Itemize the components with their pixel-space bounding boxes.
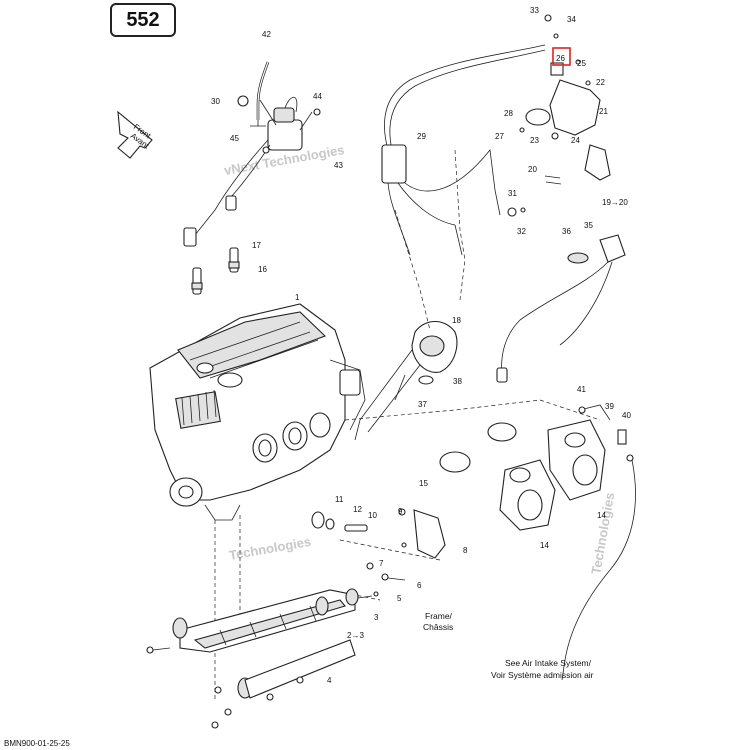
callout-29: 29 [417,132,426,141]
callout-14a: 14 [540,541,549,550]
see-air-intake-note-fr: Voir Système admission air [491,670,594,680]
callout-11: 11 [335,495,344,504]
callout-31: 31 [508,189,517,198]
oil-tank [354,320,458,441]
callout-4: 4 [327,676,332,685]
callout-19-20: 19→20 [602,198,628,207]
callout-7: 7 [379,559,384,568]
frame-label-fr: Châssis [423,622,453,632]
callout-6: 6 [417,581,422,590]
callout-3: 3 [374,613,379,622]
front-arrow: Front Avant [117,110,153,159]
page-number: 552 [126,8,160,31]
watermark-text: Technologies [588,491,617,575]
callout-34: 34 [567,15,576,24]
callout-16: 16 [258,265,267,274]
footer-code: BMN900-01-25-25 [4,739,70,748]
callout-32: 32 [517,227,526,236]
throttle-cable-assembly [381,14,611,256]
callout-33: 33 [530,6,539,15]
callout-5: 5 [397,594,402,603]
callout-35: 35 [584,221,593,230]
callout-20: 20 [528,165,537,174]
ignition-coil-assembly [183,61,321,247]
callout-27: 27 [495,132,504,141]
carburetor-group [439,404,627,531]
callout-1: 1 [295,293,300,302]
watermark-text: Technologies [228,534,312,563]
callout-10: 10 [368,511,377,520]
callout-8: 8 [463,546,468,555]
callout-2-3: 2→3 [347,631,364,640]
callout-labels: 1 2→3 3 4 5 6 7 8 9 10 11 12 14 14 15 16… [211,6,631,685]
frame-label: Frame/ [425,611,453,621]
fuel-line-group [496,234,626,383]
callout-24: 24 [571,136,580,145]
callout-37: 37 [418,400,427,409]
spark-plug-group [191,247,240,295]
callout-23: 23 [530,136,539,145]
callout-21: 21 [599,107,608,116]
page-number-box: 552 [110,3,176,37]
callout-15: 15 [419,479,428,488]
callout-40: 40 [622,411,631,420]
engine-block [149,303,366,521]
callout-41: 41 [577,385,586,394]
callout-25: 25 [577,59,586,68]
small-parts-group [311,508,446,599]
callout-14b: 14 [597,511,606,520]
callout-44: 44 [313,92,322,101]
callout-12: 12 [353,505,362,514]
engine-mount-bracket [146,588,359,729]
callout-22: 22 [596,78,605,87]
callout-28: 28 [504,109,513,118]
callout-30: 30 [211,97,220,106]
callout-45: 45 [230,134,239,143]
callout-26: 26 [556,54,565,63]
callout-18: 18 [452,316,461,325]
callout-39: 39 [605,402,614,411]
callout-38: 38 [453,377,462,386]
callout-9: 9 [398,507,403,516]
highlight-box [552,47,571,66]
callout-36: 36 [562,227,571,236]
callout-42: 42 [262,30,271,39]
callout-43: 43 [334,161,343,170]
see-air-intake-note: See Air Intake System/ [505,658,592,668]
callout-17: 17 [252,241,261,250]
air-intake-link-line [561,459,636,681]
